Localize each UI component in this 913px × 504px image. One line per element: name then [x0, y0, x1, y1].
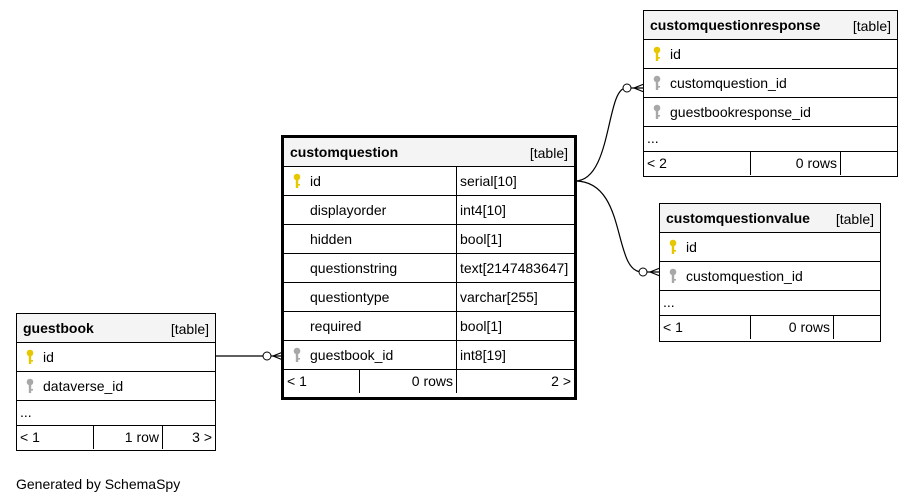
column-type: int4[10]	[456, 196, 574, 224]
parents-count[interactable]: < 1	[20, 429, 40, 445]
column-row-customquestion-id[interactable]: customquestion_id	[660, 262, 880, 291]
column-row-id[interactable]: id serial[10]	[284, 167, 574, 196]
parents-count[interactable]: < 2	[647, 155, 667, 171]
column-name: id	[686, 239, 697, 255]
table-footer: < 1 0 rows 2 >	[284, 370, 574, 393]
foreign-key-icon	[669, 268, 677, 283]
primary-key-icon	[293, 173, 301, 188]
column-type: serial[10]	[456, 167, 574, 195]
table-kind: [table]	[835, 211, 874, 227]
table-customquestion[interactable]: customquestion [table] id serial[10] dis…	[281, 135, 577, 400]
table-guestbook[interactable]: guestbook [table] id dataverse_id ... < …	[16, 313, 216, 451]
table-name: customquestionresponse	[650, 17, 821, 33]
column-name: id	[670, 46, 681, 62]
column-name: required	[310, 318, 362, 334]
more-columns-ellipsis: ...	[660, 291, 880, 316]
table-kind: [table]	[852, 18, 891, 34]
column-name: guestbookresponse_id	[670, 104, 811, 120]
column-type: varchar[255]	[456, 283, 574, 311]
table-footer: < 2 0 rows	[644, 152, 897, 175]
edge-crowfoot	[633, 83, 645, 93]
generated-by-caption: Generated by SchemaSpy	[16, 476, 181, 492]
table-customquestionvalue[interactable]: customquestionvalue [table] id customque…	[659, 203, 881, 342]
column-type: bool[1]	[456, 225, 574, 253]
row-count: 1 row	[93, 426, 162, 449]
edge-optional-marker	[622, 83, 632, 93]
children-count[interactable]: 3 >	[162, 426, 215, 449]
table-kind: [table]	[170, 321, 209, 337]
children-count[interactable]	[840, 152, 897, 175]
parents-count[interactable]: < 1	[663, 319, 683, 335]
column-name: id	[43, 349, 54, 365]
foreign-key-icon	[653, 75, 661, 90]
edge-customquestion-to-customquestionvalue	[574, 180, 660, 273]
column-name: customquestion_id	[670, 75, 787, 91]
more-columns-ellipsis: ...	[17, 401, 215, 426]
column-row-id[interactable]: id	[17, 343, 215, 372]
primary-key-icon	[653, 46, 661, 61]
column-type: bool[1]	[456, 312, 574, 340]
table-kind: [table]	[529, 145, 568, 161]
table-customquestionresponse[interactable]: customquestionresponse [table] id custom…	[643, 10, 898, 177]
column-row-guestbookresponse-id[interactable]: guestbookresponse_id	[644, 98, 897, 127]
table-footer: < 1 1 row 3 >	[17, 426, 215, 449]
table-header: customquestionresponse [table]	[644, 11, 897, 40]
row-count: 0 rows	[750, 316, 833, 339]
table-name: customquestionvalue	[666, 210, 810, 226]
foreign-key-icon	[26, 378, 34, 393]
children-count[interactable]	[833, 316, 880, 339]
column-name: questiontype	[310, 289, 390, 305]
table-name: guestbook	[23, 320, 94, 336]
column-type: text[2147483647]	[456, 254, 574, 282]
foreign-key-icon	[653, 104, 661, 119]
edge-customquestion-to-customquestionresponse	[574, 87, 644, 182]
foreign-key-icon	[293, 347, 301, 362]
children-count[interactable]: 2 >	[456, 370, 574, 393]
row-count: 0 rows	[750, 152, 840, 175]
column-row-id[interactable]: id	[644, 40, 897, 69]
table-header: guestbook [table]	[17, 314, 215, 343]
column-row-questionstring[interactable]: questionstring text[2147483647]	[284, 254, 574, 283]
column-name: customquestion_id	[686, 268, 803, 284]
column-row-displayorder[interactable]: displayorder int4[10]	[284, 196, 574, 225]
column-type: int8[19]	[456, 341, 574, 369]
column-name: id	[310, 173, 321, 189]
column-row-customquestion-id[interactable]: customquestion_id	[644, 69, 897, 98]
column-row-required[interactable]: required bool[1]	[284, 312, 574, 341]
column-name: hidden	[310, 231, 353, 247]
column-name: questionstring	[310, 260, 398, 276]
table-footer: < 1 0 rows	[660, 316, 880, 339]
more-columns-ellipsis: ...	[644, 127, 897, 152]
parents-count[interactable]: < 1	[287, 373, 307, 389]
edge-optional-marker	[262, 351, 272, 361]
column-name: guestbook_id	[310, 347, 394, 363]
primary-key-icon	[669, 239, 677, 254]
table-header: customquestion [table]	[284, 138, 574, 167]
row-count: 0 rows	[359, 370, 456, 393]
column-row-dataverse-id[interactable]: dataverse_id	[17, 372, 215, 401]
column-row-guestbook-id[interactable]: guestbook_id int8[19]	[284, 341, 574, 370]
edge-optional-marker	[638, 267, 648, 277]
column-row-questiontype[interactable]: questiontype varchar[255]	[284, 283, 574, 312]
edge-crowfoot	[649, 267, 661, 277]
column-row-id[interactable]: id	[660, 233, 880, 262]
table-header: customquestionvalue [table]	[660, 204, 880, 233]
table-name: customquestion	[290, 144, 399, 160]
column-name: displayorder	[310, 202, 387, 218]
column-row-hidden[interactable]: hidden bool[1]	[284, 225, 574, 254]
column-name: dataverse_id	[43, 378, 124, 394]
primary-key-icon	[26, 349, 34, 364]
